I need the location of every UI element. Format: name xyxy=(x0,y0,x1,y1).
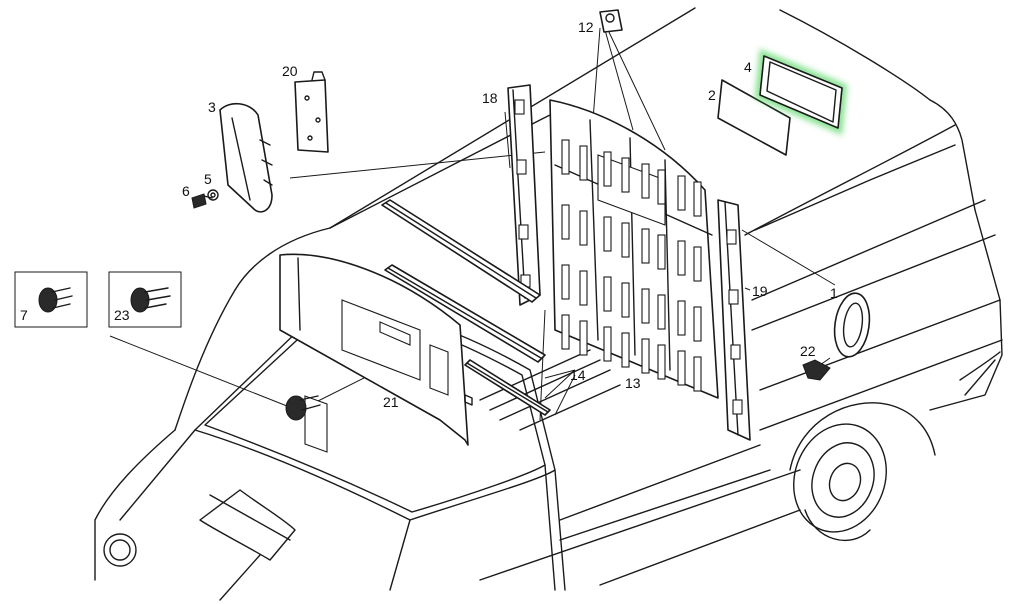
callout-22: 22 xyxy=(800,343,816,359)
callout-6: 6 xyxy=(182,183,190,199)
window-pane-2[interactable] xyxy=(717,79,791,156)
panel-slot xyxy=(657,169,666,205)
panel-slot xyxy=(579,145,588,181)
panel-slot xyxy=(561,204,570,240)
panel-slot xyxy=(693,356,702,392)
panel-slot xyxy=(603,151,612,187)
panel-slot xyxy=(561,314,570,350)
panel-slot xyxy=(677,300,686,336)
panel-slot xyxy=(693,181,702,217)
callout-19: 19 xyxy=(752,283,768,299)
partition-panel-13[interactable] xyxy=(549,99,719,399)
callout-18: 18 xyxy=(482,90,498,106)
panel-slot xyxy=(603,326,612,362)
washer-5[interactable] xyxy=(207,189,219,201)
panel-slot xyxy=(693,246,702,282)
panel-slot xyxy=(693,306,702,342)
callout-labels: 1 2 3 4 5 6 7 12 13 14 18 19 20 21 22 23 xyxy=(20,19,838,410)
callout-2: 2 xyxy=(708,87,716,103)
callout-1: 1 xyxy=(830,285,838,301)
plug-22[interactable] xyxy=(802,359,831,381)
panel-slot xyxy=(621,282,630,318)
panel-slot xyxy=(641,338,650,374)
panel-slot xyxy=(621,157,630,193)
rail-14[interactable] xyxy=(381,199,551,416)
panel-slot xyxy=(677,175,686,211)
callout-7: 7 xyxy=(20,307,28,323)
callout-23: 23 xyxy=(114,307,130,323)
callout-3: 3 xyxy=(208,99,216,115)
panel-slot xyxy=(561,139,570,175)
panel-slot xyxy=(677,350,686,386)
box-part-7[interactable] xyxy=(14,271,88,328)
panel-slot xyxy=(579,210,588,246)
handle-3[interactable] xyxy=(219,102,273,213)
callout-5: 5 xyxy=(204,171,212,187)
callout-14: 14 xyxy=(570,367,586,383)
window-seal-4[interactable] xyxy=(754,48,848,136)
panel-slot xyxy=(603,276,612,312)
panel-slot xyxy=(657,344,666,380)
panel-slot xyxy=(657,234,666,270)
post-19[interactable] xyxy=(717,199,751,441)
panel-slot xyxy=(579,320,588,356)
panel-slot xyxy=(579,270,588,306)
side-panel-21[interactable] xyxy=(279,253,473,453)
panel-slot xyxy=(641,163,650,199)
panel-slot xyxy=(621,332,630,368)
screw-6[interactable] xyxy=(191,193,213,209)
callout-4: 4 xyxy=(744,59,752,75)
panel-slot xyxy=(641,228,650,264)
panel-slot xyxy=(641,288,650,324)
latch-1[interactable] xyxy=(831,291,874,359)
van-body xyxy=(94,7,1003,601)
callout-13: 13 xyxy=(625,375,641,391)
callout-12: 12 xyxy=(578,19,594,35)
leader-lines xyxy=(109,27,836,421)
callout-21: 21 xyxy=(383,394,399,410)
button-fastener-21[interactable] xyxy=(285,395,321,421)
box-part-23[interactable] xyxy=(108,271,182,328)
callout-20: 20 xyxy=(282,63,298,79)
panel-slot xyxy=(621,222,630,258)
panel-slot xyxy=(603,216,612,252)
clip-12[interactable] xyxy=(599,9,623,33)
panel-slot xyxy=(677,240,686,276)
post-18[interactable] xyxy=(507,84,541,306)
panel-slot xyxy=(657,294,666,330)
bracket-20[interactable] xyxy=(294,71,329,153)
panel-slot xyxy=(561,264,570,300)
